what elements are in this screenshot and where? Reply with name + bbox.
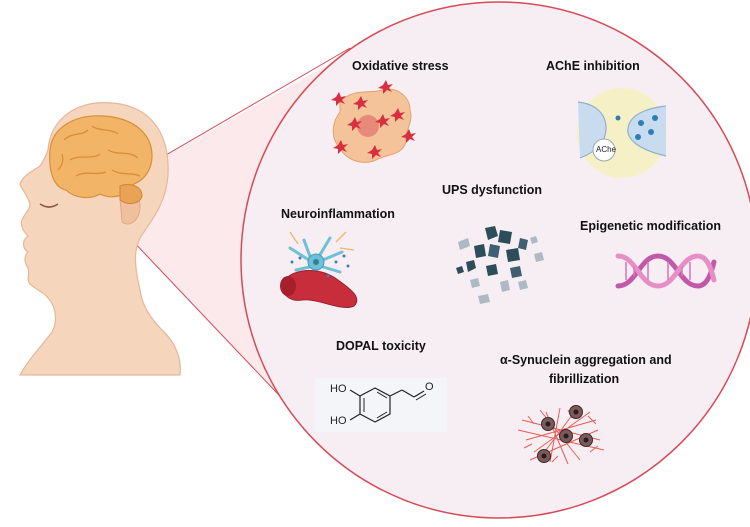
label-dopal-toxicity: DOPAL toxicity — [336, 339, 426, 353]
label-oxidative-stress: Oxidative stress — [352, 59, 449, 73]
human-head-illustration — [18, 102, 181, 376]
label-ache-enzyme: AChe — [596, 145, 617, 154]
dopal-ho-top: HO — [330, 383, 347, 395]
ache-synapse-icon — [577, 88, 667, 178]
ups-fragments-icon — [456, 226, 544, 304]
label-synuclein-line2: fibrillization — [549, 372, 620, 386]
dopal-structure-icon — [315, 378, 447, 432]
dopal-ho-bottom: HO — [330, 415, 347, 427]
oxidative-stress-icon — [331, 80, 416, 163]
label-epigenetic-modification: Epigenetic modification — [580, 219, 721, 233]
label-synuclein-line1: α-Synuclein aggregation and — [500, 353, 672, 367]
label-neuroinflammation: Neuroinflammation — [281, 207, 395, 221]
neuroinflammation-icon — [280, 231, 358, 308]
synuclein-aggregates — [537, 405, 593, 463]
label-ache-inhibition: AChE inhibition — [546, 59, 640, 73]
label-ups-dysfunction: UPS dysfunction — [442, 183, 543, 197]
dna-helix-icon — [615, 253, 717, 289]
dopal-oxygen: O — [425, 381, 434, 393]
